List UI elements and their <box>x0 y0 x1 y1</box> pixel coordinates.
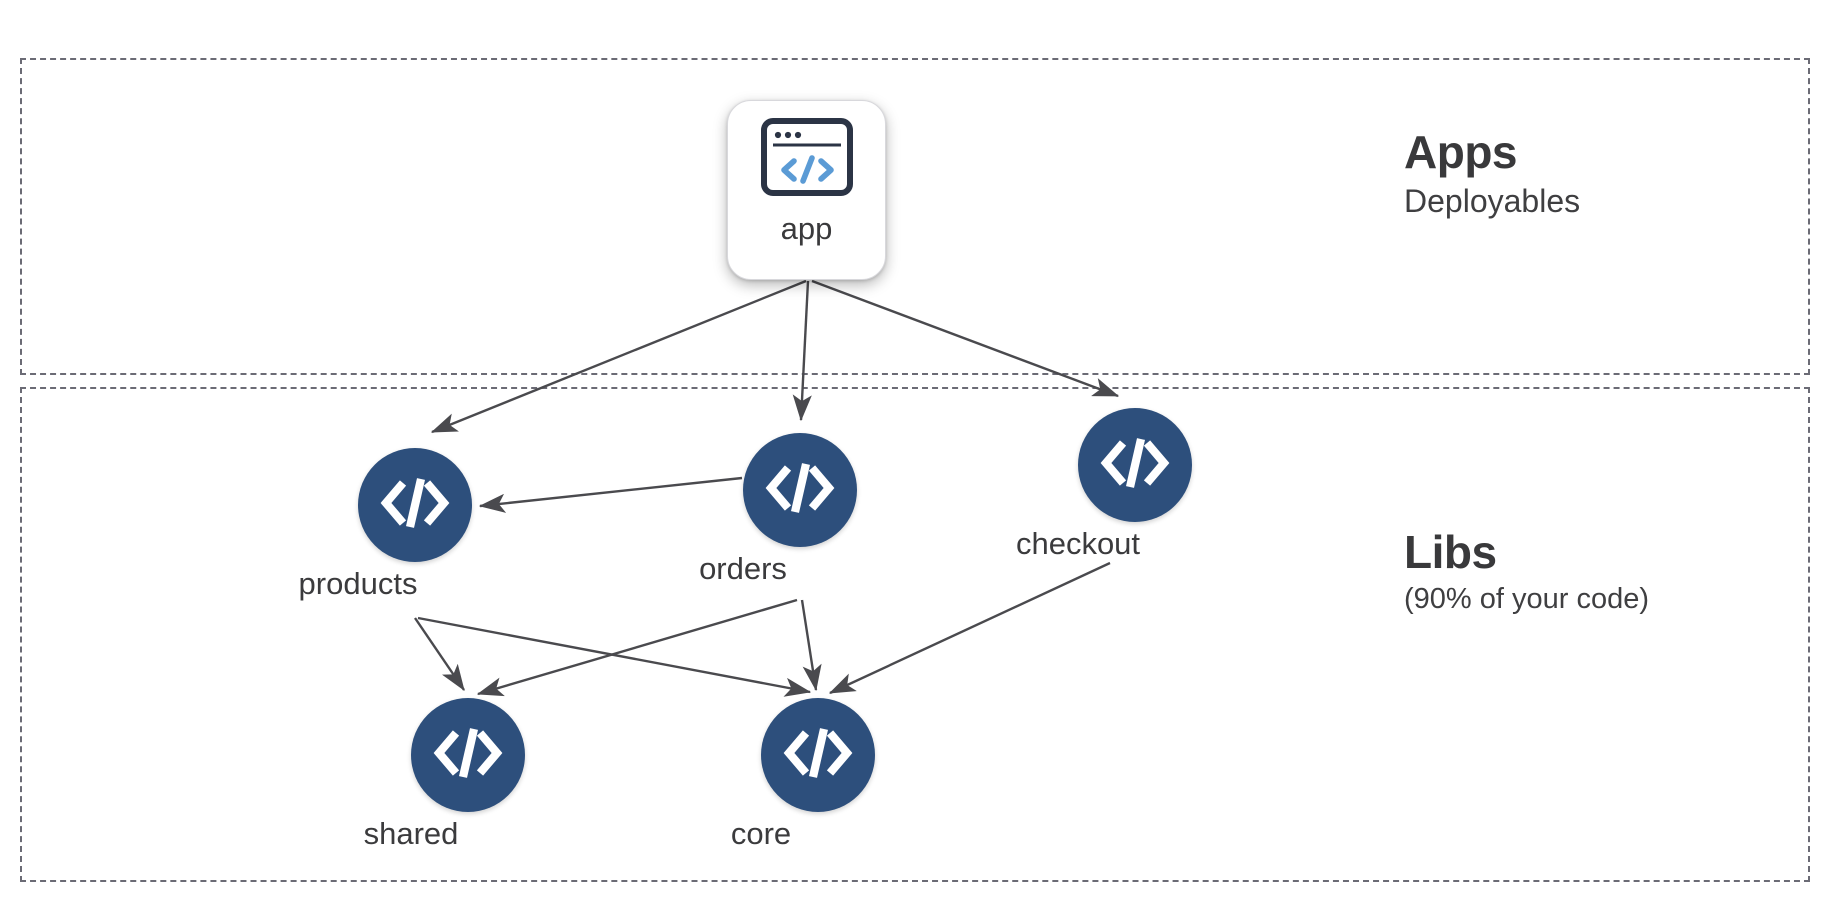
code-brackets-icon <box>379 474 451 537</box>
node-app-label: app <box>780 211 833 246</box>
node-orders-circle[interactable] <box>743 433 857 547</box>
code-brackets-icon <box>782 724 854 787</box>
node-app[interactable]: app <box>727 100 886 280</box>
node-core-label: core <box>730 816 792 851</box>
legend-apps-subtitle: Deployables <box>1404 183 1581 220</box>
legend-libs: Libs (90% of your code) <box>1404 528 1649 617</box>
region-libs <box>20 387 1810 882</box>
legend-apps-title: Apps <box>1404 126 1518 178</box>
node-shared-circle[interactable] <box>411 698 525 812</box>
node-orders-label: orders <box>699 551 787 586</box>
code-brackets-icon <box>764 459 836 522</box>
node-checkout-circle[interactable] <box>1078 408 1192 522</box>
node-products-circle[interactable] <box>358 448 472 562</box>
node-products-label: products <box>298 566 418 601</box>
browser-code-icon <box>760 117 854 202</box>
code-brackets-icon <box>1099 434 1171 497</box>
legend-libs-title: Libs <box>1404 526 1497 578</box>
code-brackets-icon <box>432 724 504 787</box>
legend-libs-subtitle: (90% of your code) <box>1404 583 1650 616</box>
legend-apps: Apps Deployables <box>1404 128 1580 221</box>
node-core-circle[interactable] <box>761 698 875 812</box>
node-shared-label: shared <box>363 816 459 851</box>
node-checkout-label: checkout <box>1015 526 1141 561</box>
